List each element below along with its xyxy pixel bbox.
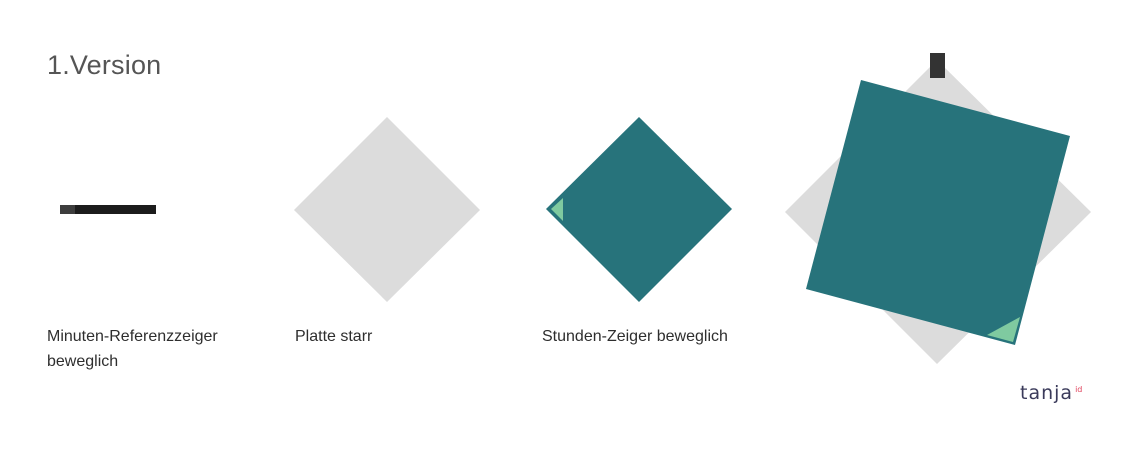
hour-hand-marker: [551, 198, 563, 221]
page-title: 1.Version: [47, 50, 162, 80]
minute-hand-figure: [60, 205, 156, 214]
minute-hand-bar: [60, 205, 156, 214]
minute-hand-tip: [60, 205, 75, 214]
hour-hand-square: [546, 117, 732, 302]
logo-name: tanja: [1020, 382, 1074, 404]
caption-plate: Platte starr: [295, 328, 373, 345]
fixed-plate: [294, 117, 480, 302]
combined-hour-marker: [987, 317, 1020, 342]
combined-hour-square: [806, 80, 1070, 345]
logo-superscript: id: [1075, 384, 1083, 394]
hour-hand-figure: [546, 117, 732, 302]
combined-minute-hand: [930, 53, 945, 78]
combined-assembly: [785, 53, 1091, 364]
caption-minute-hand: Minuten-Referenzzeiger beweglich: [47, 328, 218, 370]
caption-hour-hand: Stunden-Zeiger beweglich: [542, 328, 728, 345]
